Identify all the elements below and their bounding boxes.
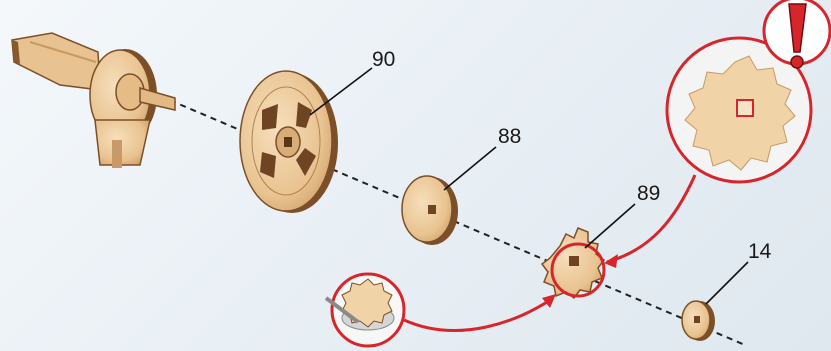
part-88-disc <box>401 175 458 245</box>
part-90-wheel <box>239 70 338 213</box>
label-part-14: 14 <box>748 240 772 263</box>
part-89-highlight <box>550 242 606 298</box>
label-part-89: 89 <box>637 182 660 205</box>
assembly-axis <box>159 95 746 346</box>
part-14-spacer <box>681 300 715 341</box>
inset-arrow <box>606 174 697 264</box>
leader-89 <box>584 203 636 249</box>
glue-arrow <box>403 298 551 332</box>
leader-14 <box>705 261 749 305</box>
glue-application-icon <box>324 272 406 348</box>
leader-90 <box>309 67 373 116</box>
shaft-assembly <box>11 32 176 168</box>
exclamation-icon <box>762 0 831 69</box>
glue-arrowhead <box>542 294 556 308</box>
label-part-90: 90 <box>372 48 395 71</box>
label-part-88: 88 <box>498 125 521 148</box>
detail-inset <box>665 36 813 184</box>
inset-arrowhead <box>604 254 618 268</box>
leader-88 <box>443 146 497 191</box>
